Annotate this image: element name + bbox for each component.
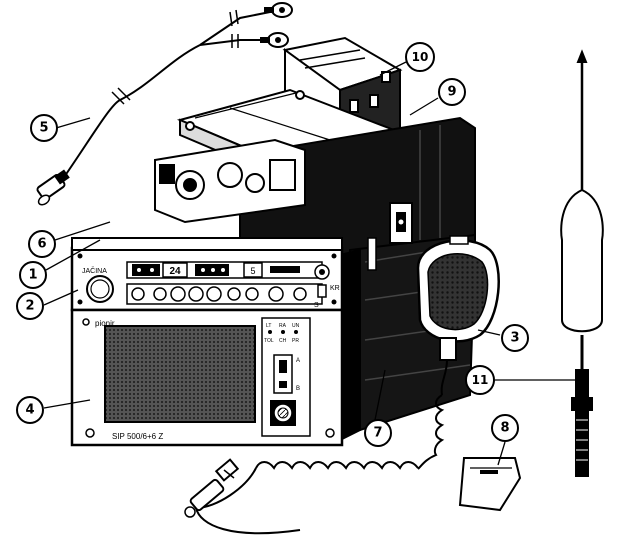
slide-switch[interactable] [273,354,293,394]
callout-2: 2 [16,292,44,320]
panel-button[interactable] [268,286,284,302]
panel-button[interactable] [206,286,222,302]
cable-with-connector [59,9,271,184]
channel-display [162,262,188,278]
volume-knob[interactable] [86,275,114,303]
ring-terminal [264,2,293,18]
callout-8: 8 [491,414,519,442]
switch-sublabel-2: CH [279,338,287,344]
callout-6: 6 [28,230,56,258]
callout-5: 5 [30,114,58,142]
callout-10-label: 10 [412,50,429,64]
switch-label-2: RA [279,323,287,329]
switch-sublabel-1: TOL [264,338,274,344]
callout-6-label: 6 [37,237,46,252]
speaker-brand: pionir [95,319,115,328]
ring-terminal [260,32,289,48]
callout-7: 7 [364,419,392,447]
plug-connector [36,169,70,206]
secondary-display [243,262,263,278]
volume-label: JAČINA [82,266,107,275]
callout-1-label: 1 [28,268,37,283]
power-switch[interactable] [314,264,330,298]
switch-label-3: UN [292,323,300,329]
panel-button[interactable] [131,287,145,301]
switch-label-1: LT [266,323,271,329]
callout-7-label: 7 [373,426,382,441]
switch-a-label: A [296,358,300,364]
callout-5-label: 5 [39,121,48,136]
secondary-display-value: 5 [250,266,255,276]
callout-9-label: 9 [447,85,456,100]
mic-plug [184,458,240,518]
case-handle[interactable] [367,237,377,271]
panel-button[interactable] [245,287,259,301]
radio-top-unit [154,138,306,224]
connector-socket[interactable] [270,400,296,426]
panel-button[interactable] [153,287,167,301]
speaker-model: SIP 500/6+6 Z [112,432,163,441]
panel-button[interactable] [227,287,241,301]
switch-sublabel-3: PR [292,338,299,344]
callout-8-label: 8 [500,421,509,436]
antenna [560,49,604,477]
callout-2-label: 2 [25,299,34,314]
panel-button[interactable] [293,287,307,301]
meter-bar [270,266,300,273]
callout-11: 11 [465,365,495,395]
panel-button[interactable] [188,286,204,302]
button-row [131,286,307,302]
callout-3: 3 [501,324,529,352]
callout-3-label: 3 [510,331,519,346]
switch-b-label: B [296,386,300,392]
case-latch[interactable] [389,202,413,244]
pouch [458,457,522,512]
callout-9: 9 [438,78,466,106]
leader-lines [43,61,582,466]
switch-label-top: KR [330,285,340,292]
switch-label-bottom: S [314,302,319,309]
panel-button[interactable] [170,286,186,302]
status-indicator [195,264,229,276]
callout-4-label: 4 [25,403,34,418]
mode-indicator [132,264,160,276]
callout-1: 1 [19,261,47,289]
microphone[interactable] [416,235,500,361]
channel-number: 24 [169,266,181,277]
callout-10: 10 [405,42,435,72]
callout-4: 4 [16,396,44,424]
callout-11-label: 11 [472,373,489,387]
